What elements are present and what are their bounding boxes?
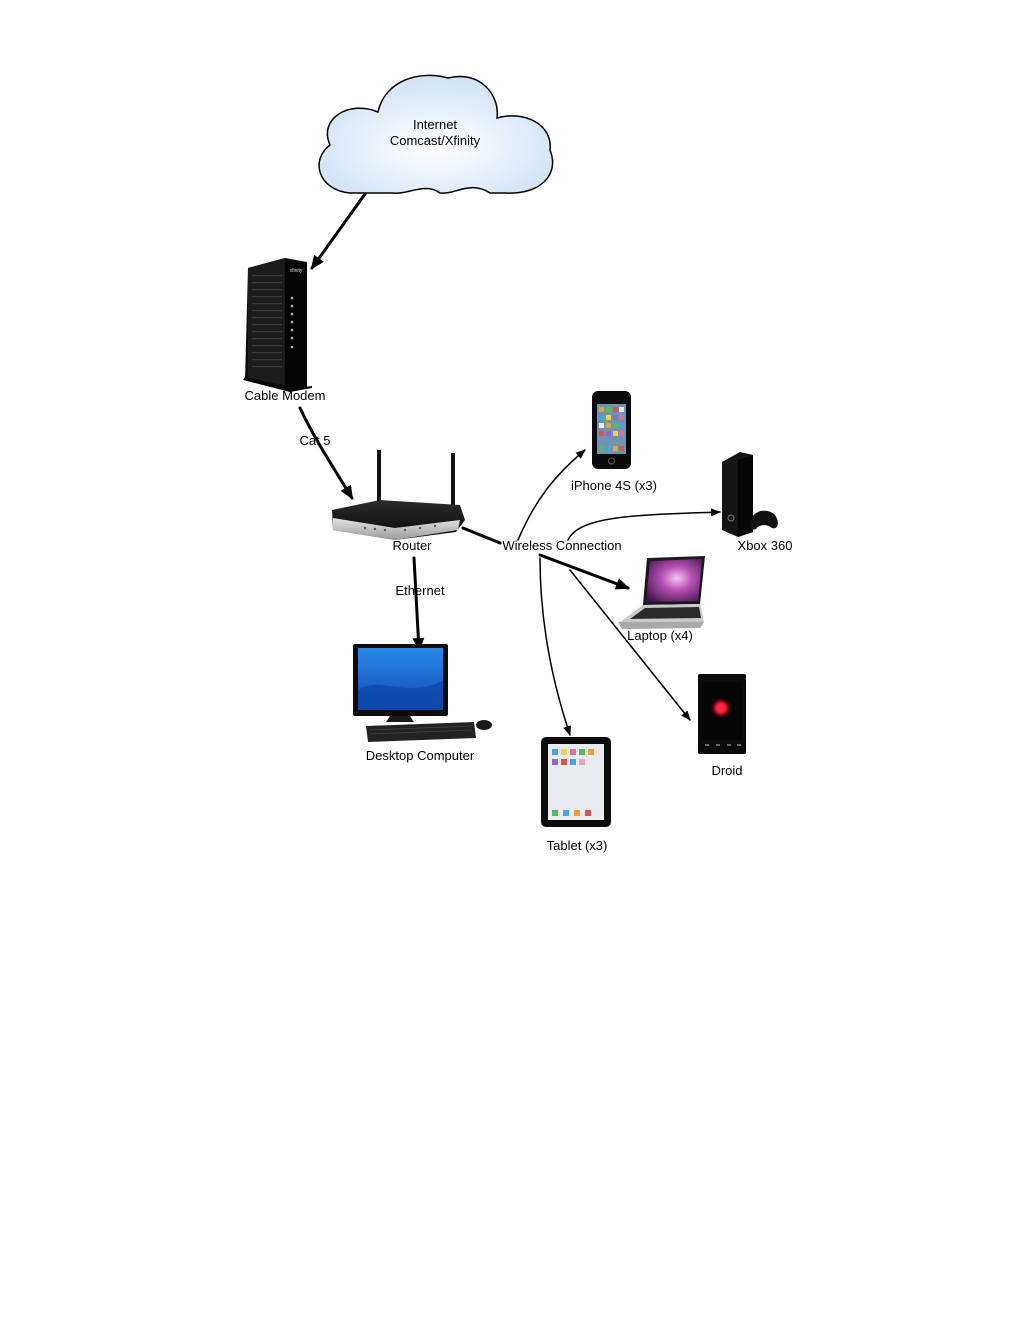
laptop-device: [618, 556, 705, 629]
connector-cloud-to-modem: [310, 178, 377, 270]
connector-router-to-desktop: [412, 556, 425, 652]
connector-wireless-to-xbox: [567, 508, 721, 541]
internet-cloud: Internet Comcast/Xfinity: [318, 74, 554, 194]
connector-wireless-to-iphone: [517, 449, 586, 541]
laptop-label: Laptop (x4): [627, 628, 693, 643]
cloud-label-line1: Internet: [413, 117, 457, 132]
cat5-edge-label: Cat 5: [299, 433, 330, 448]
tablet-device: [541, 737, 611, 827]
cable-modem-label: Cable Modem: [245, 388, 326, 403]
desktop-computer-device: [353, 644, 492, 742]
xbox-360-device: [722, 452, 778, 537]
iphone-label: iPhone 4S (x3): [571, 478, 657, 493]
desktop-computer-label: Desktop Computer: [366, 748, 475, 763]
connector-wireless-to-laptop: [538, 553, 630, 590]
connector-modem-to-router: [298, 406, 354, 500]
tablet-label: Tablet (x3): [547, 838, 608, 853]
cloud-label-line2: Comcast/Xfinity: [390, 133, 481, 148]
wireless-connection-label: Wireless Connection: [502, 538, 621, 553]
droid-label: Droid: [711, 763, 742, 778]
connector-wireless-to-tablet: [539, 557, 571, 736]
router-device: [332, 450, 465, 540]
cable-modem-device: xfinity: [243, 258, 312, 392]
droid-device: [698, 674, 746, 754]
modem-brand-text: xfinity: [290, 268, 303, 274]
xbox-360-label: Xbox 360: [738, 538, 793, 553]
router-label: Router: [392, 538, 432, 553]
connector-router-to-wireless: [461, 526, 502, 545]
ethernet-edge-label: Ethernet: [395, 583, 445, 598]
connector-wireless-to-droid: [569, 569, 691, 721]
iphone-device: [592, 391, 631, 469]
